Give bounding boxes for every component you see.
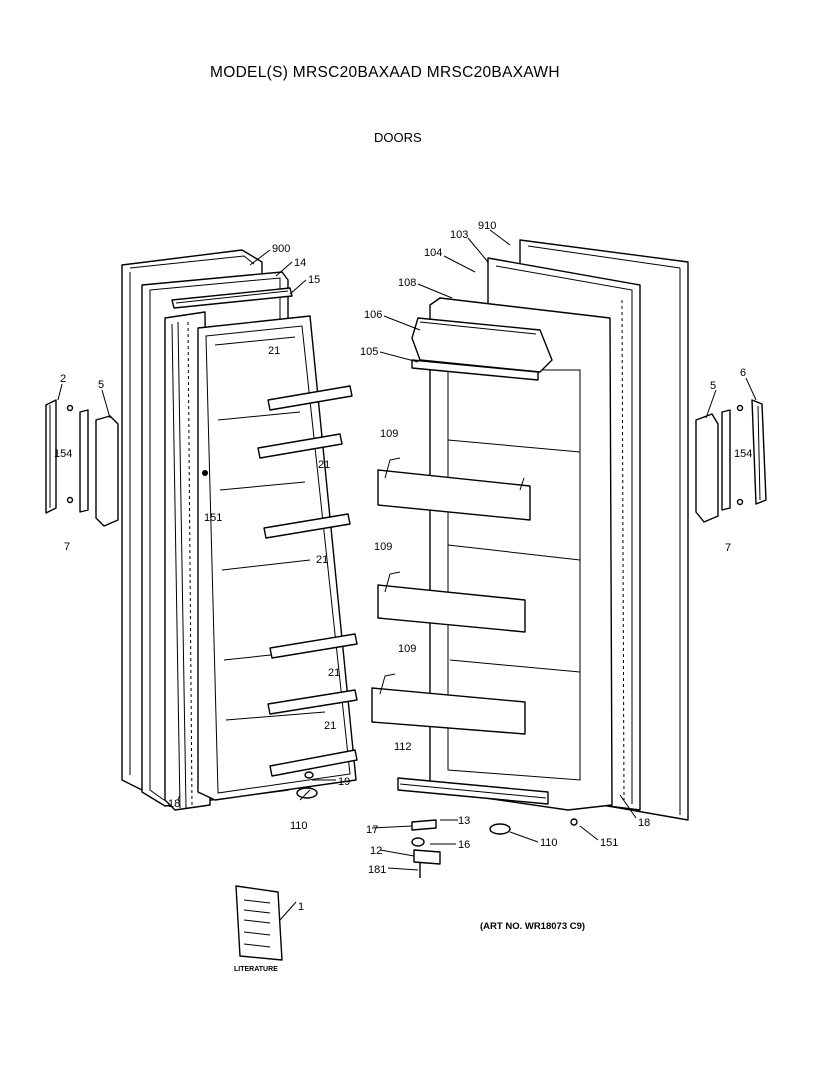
callout-18-right: 18 [638, 817, 650, 829]
callout-13: 13 [458, 815, 470, 827]
callout-21-d: 21 [328, 667, 340, 679]
callout-21-c: 21 [316, 554, 328, 566]
right-handle-assembly [695, 399, 767, 523]
callout-21-b: 21 [318, 459, 330, 471]
callout-151-right: 151 [600, 837, 618, 849]
callout-19: 19 [338, 776, 350, 788]
right-door-assembly [371, 239, 689, 878]
callout-21-a: 21 [268, 345, 280, 357]
diagram-subtitle: DOORS [374, 130, 422, 145]
callout-5-left: 5 [98, 379, 104, 391]
callout-112: 112 [394, 741, 412, 753]
callout-109-b: 109 [374, 541, 392, 553]
callout-2: 2 [60, 373, 66, 385]
callout-21-e: 21 [324, 720, 336, 732]
callout-103: 103 [450, 229, 468, 241]
leader-lines [57, 229, 757, 921]
callout-16: 16 [458, 839, 470, 851]
literature-booklet [235, 885, 283, 961]
callout-14: 14 [294, 257, 306, 269]
callout-910: 910 [478, 220, 496, 232]
callout-109-a: 109 [380, 428, 398, 440]
callout-18-left: 18 [168, 798, 180, 810]
callout-110-left: 110 [290, 820, 308, 832]
left-door-assembly [121, 249, 358, 811]
art-number: (ART NO. WR18073 C9) [480, 921, 586, 932]
literature-label: LITERATURE [234, 966, 278, 973]
callout-154-left: 154 [54, 448, 72, 460]
callout-109-c: 109 [398, 643, 416, 655]
callout-151-left: 151 [204, 512, 222, 524]
left-handle-assembly [45, 399, 119, 527]
callout-106: 106 [364, 309, 382, 321]
callout-1: 1 [298, 901, 304, 913]
callout-17: 17 [366, 824, 378, 836]
callout-108: 108 [398, 277, 416, 289]
callout-6: 6 [740, 367, 746, 379]
callout-12: 12 [370, 845, 382, 857]
diagram-title: MODEL(S) MRSC20BAXAAD MRSC20BAXAWH [210, 64, 560, 81]
callout-15: 15 [308, 274, 320, 286]
callout-181: 181 [368, 864, 386, 876]
callout-7-left: 7 [64, 541, 70, 553]
callout-5-right: 5 [710, 380, 716, 392]
callout-7-right: 7 [725, 542, 731, 554]
callout-900: 900 [272, 243, 290, 255]
callout-105: 105 [360, 346, 378, 358]
callout-104: 104 [424, 247, 442, 259]
callout-154-right: 154 [734, 448, 752, 460]
callout-labels: 900 14 15 21 21 21 21 21 151 19 110 18 2… [54, 220, 752, 913]
callout-110-right: 110 [540, 837, 558, 849]
